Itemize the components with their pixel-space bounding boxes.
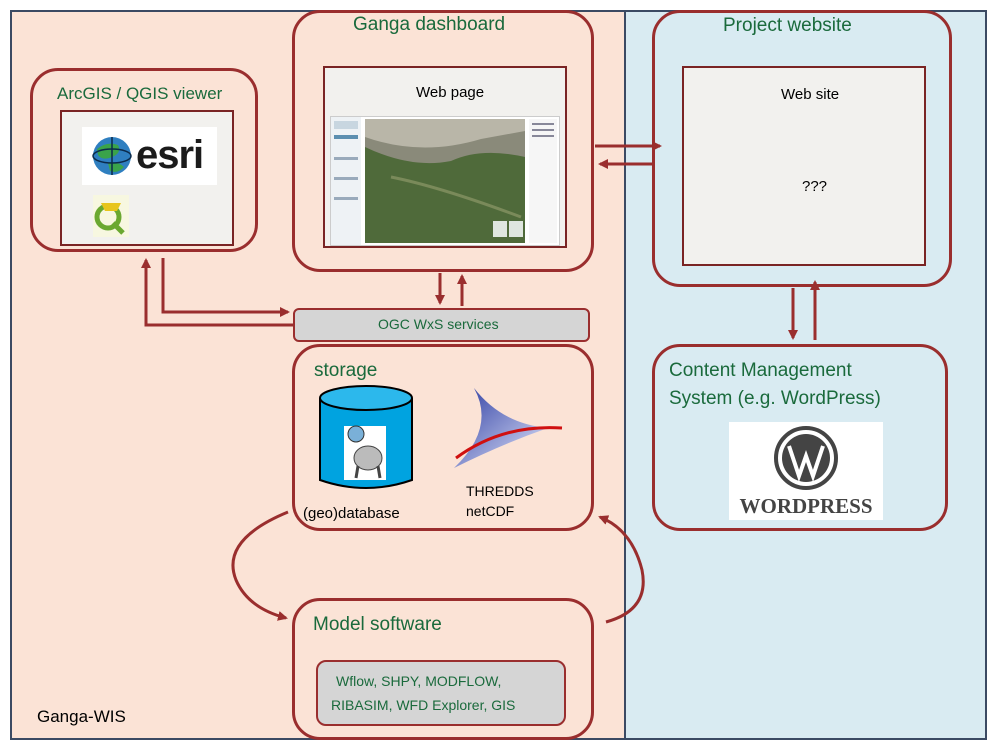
thredds-label: THREDDS — [466, 483, 534, 499]
storage-title: storage — [314, 360, 378, 381]
wordpress-wordmark: WORDPRESS — [739, 494, 873, 518]
web-page-label: Web page — [416, 84, 485, 101]
arrow-model-to-storage — [598, 515, 645, 624]
arrow-arcgis-to-ogc — [161, 258, 290, 317]
model-tools-line1: Wflow, SHPY, MODFLOW, — [336, 673, 502, 689]
wordpress-logo: WORDPRESS — [729, 422, 883, 520]
cms-title-line2: System (e.g. WordPress) — [669, 388, 881, 409]
cms-box — [652, 344, 948, 531]
dashboard-map-thumbnail — [330, 116, 560, 246]
esri-wordmark: esri — [136, 133, 204, 177]
arrow-ogc-to-arcgis — [141, 258, 293, 327]
ganga-dashboard-box — [292, 10, 594, 272]
cms-title-line1: Content Management — [669, 360, 852, 381]
qgis-icon — [93, 195, 129, 237]
model-software-box — [292, 598, 594, 740]
arrow-storage-to-model — [231, 510, 289, 621]
arcgis-qgis-title: ArcGIS / QGIS viewer — [57, 84, 223, 103]
ganga-wis-label: Ganga-WIS — [37, 707, 126, 726]
ogc-wxs-services-bar — [293, 308, 590, 342]
ganga-dashboard-title: Ganga dashboard — [353, 14, 506, 35]
geodatabase-cylinder-icon — [318, 384, 414, 496]
website-placeholder: ??? — [802, 178, 828, 195]
ogc-wxs-label: OGC WxS services — [378, 316, 499, 332]
website-web-site-pane — [682, 66, 926, 266]
model-tools-box — [316, 660, 566, 726]
wordpress-w-icon — [774, 426, 838, 490]
esri-globe-icon — [92, 137, 132, 175]
web-site-label: Web site — [781, 86, 840, 103]
model-software-title: Model software — [313, 614, 442, 635]
netcdf-label: netCDF — [466, 503, 515, 519]
thredds-logo — [452, 388, 564, 484]
esri-logo: esri — [82, 127, 217, 185]
project-website-title: Project website — [723, 15, 852, 36]
geodatabase-label: (geo)database — [303, 505, 400, 522]
storage-box — [292, 344, 594, 531]
model-tools-line2: RIBASIM, WFD Explorer, GIS — [331, 697, 516, 713]
arcgis-qgis-viewer-box — [30, 68, 258, 252]
